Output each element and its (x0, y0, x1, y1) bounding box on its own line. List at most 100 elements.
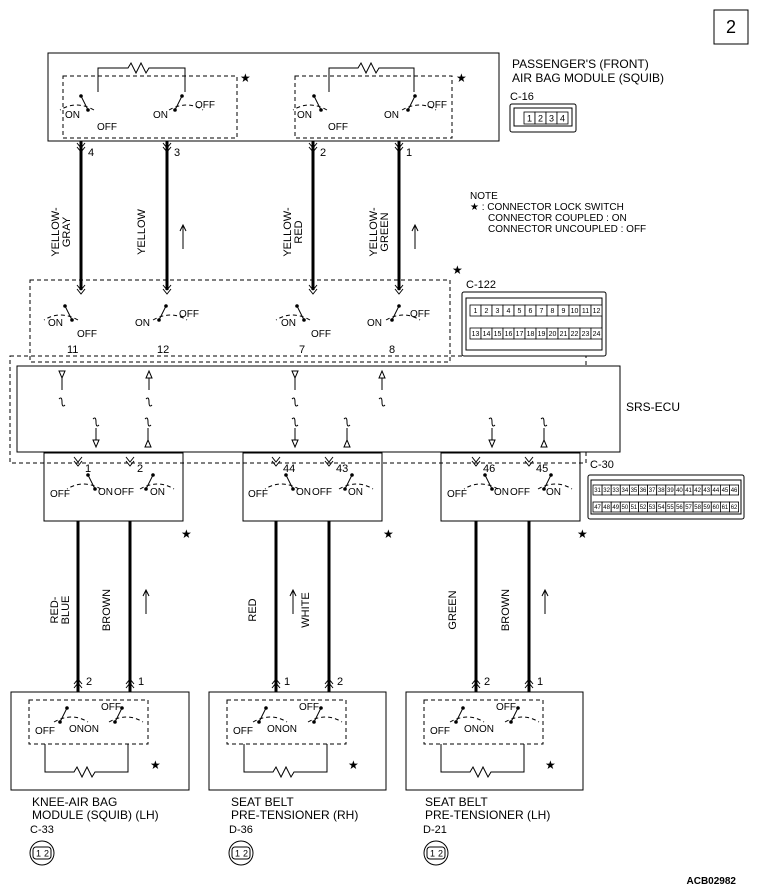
terminal-break (291, 417, 299, 427)
squib-resistor (243, 744, 328, 779)
connector-pin: 35 (631, 488, 638, 494)
switch-arm (64, 305, 73, 321)
switch-travel (108, 716, 144, 723)
wire-lower: RED-BLUE (49, 456, 83, 692)
connector-pin: 21 (560, 331, 568, 338)
wire-top-pin: 1 (406, 147, 412, 159)
wire-bottom-pin: 2 (86, 676, 92, 688)
terminal-arrow (58, 370, 66, 380)
switch-arm (510, 707, 519, 723)
seatbelt-pretensioner-lh: ★ (405, 691, 584, 791)
connector-pin: 12 (593, 308, 601, 315)
connector-pin: 19 (538, 331, 546, 338)
connector-pin: 16 (505, 331, 513, 338)
switch-arm (285, 474, 294, 490)
switch-travel (504, 716, 540, 723)
knee-module-label-2: MODULE (SQUIB) (LH) (32, 808, 159, 822)
wire-color-label: GRAY (61, 216, 73, 247)
terminal-arrow (488, 439, 496, 449)
connector-mark (471, 678, 481, 689)
switch-contact (295, 304, 299, 308)
connector-pin: 43 (703, 488, 710, 494)
connector-mark (271, 678, 281, 689)
wire-upper: YELLOW-GRAY (50, 141, 86, 295)
switch-travel (307, 716, 343, 723)
connector-d21: 1 2 (423, 840, 449, 866)
switch-travel (449, 716, 485, 723)
switch-contact (151, 473, 155, 477)
connector-c16-pin: 3 (549, 114, 554, 124)
wire-bottom-pin: 1 (284, 676, 290, 688)
ecu-terminal (291, 417, 299, 449)
lock-switch (139, 473, 175, 491)
wire-lower: GREEN (447, 456, 481, 692)
switch-travel (338, 483, 374, 490)
connector-pin: 20 (549, 331, 557, 338)
connector-pin: 51 (631, 505, 638, 511)
switch-contact (65, 706, 69, 710)
switch-off-label: OFF (233, 726, 253, 737)
connector-c16-label: C-16 (510, 91, 534, 103)
switch-contact (319, 706, 323, 710)
connector-pin-cell (590, 304, 603, 317)
connector-c16: 1 2 3 4 (509, 103, 577, 133)
switch-off-label: OFF (195, 100, 215, 111)
connector-pin: 1 (474, 308, 478, 315)
connector-pin: 4 (507, 308, 511, 315)
connector-c122-lock-area (29, 279, 451, 363)
terminal-arrow (291, 370, 299, 380)
switch-on-label: ON (464, 724, 479, 735)
wire-bottom-pin: 1 (537, 676, 543, 688)
terminal-break (145, 397, 153, 407)
current-arrow (142, 588, 150, 614)
srs-ecu-box (16, 365, 621, 453)
switch-contact (63, 304, 67, 308)
connector-pin: 7 (540, 308, 544, 315)
connector-mark (76, 142, 86, 153)
seatbelt-pretensioner-rh: ★ (208, 691, 387, 791)
switch-travel (292, 104, 328, 111)
ecu-terminal (58, 370, 66, 407)
switch-contact (461, 706, 465, 710)
squib-resistor (97, 61, 186, 92)
passenger-module-label-1: PASSENGER'S (FRONT) (512, 57, 649, 71)
wire-color-label: YELLOW (136, 208, 148, 254)
terminal-break (488, 417, 496, 427)
ecu-terminal (92, 417, 100, 449)
connector-mark (394, 142, 404, 153)
terminal-break (378, 397, 386, 407)
connector-pin: 50 (622, 505, 629, 511)
switch-contact (413, 94, 417, 98)
ecu-terminal (540, 417, 548, 448)
connector-d36-label: D-36 (229, 824, 253, 836)
lock-switch (275, 304, 311, 322)
connector-pin: 23 (582, 331, 590, 338)
connector-pin: 46 (731, 488, 738, 494)
switch-off-label: OFF (114, 487, 134, 498)
switch-on-label: ON (65, 110, 80, 121)
ecu-terminal (378, 369, 386, 407)
switch-off-label: OFF (179, 309, 199, 320)
current-arrow (541, 588, 549, 614)
connector-c16-pin: 1 (527, 114, 532, 124)
switch-arm (313, 707, 322, 723)
lock-switch-star: ★ (150, 758, 161, 772)
note-line-3: CONNECTOR UNCOUPLED : OFF (488, 224, 646, 235)
switch-off-label: OFF (101, 702, 121, 713)
switch-travel (401, 104, 437, 111)
lock-switch (264, 473, 300, 491)
lock-switch (43, 304, 79, 322)
lock-switch-star: ★ (545, 758, 556, 772)
seatbelt-rh-label-1: SEAT BELT (231, 795, 294, 809)
switch-on-label: ON (296, 487, 311, 498)
wire-color-label: BLUE (60, 596, 72, 625)
connector-pin: 38 (658, 488, 665, 494)
current-arrow (411, 223, 419, 249)
connector-pin: 31 (594, 488, 601, 494)
connector-pin: 37 (649, 488, 656, 494)
switch-arm (174, 95, 183, 111)
lock-switch (537, 473, 573, 491)
connector-pin: 8 (551, 308, 555, 315)
